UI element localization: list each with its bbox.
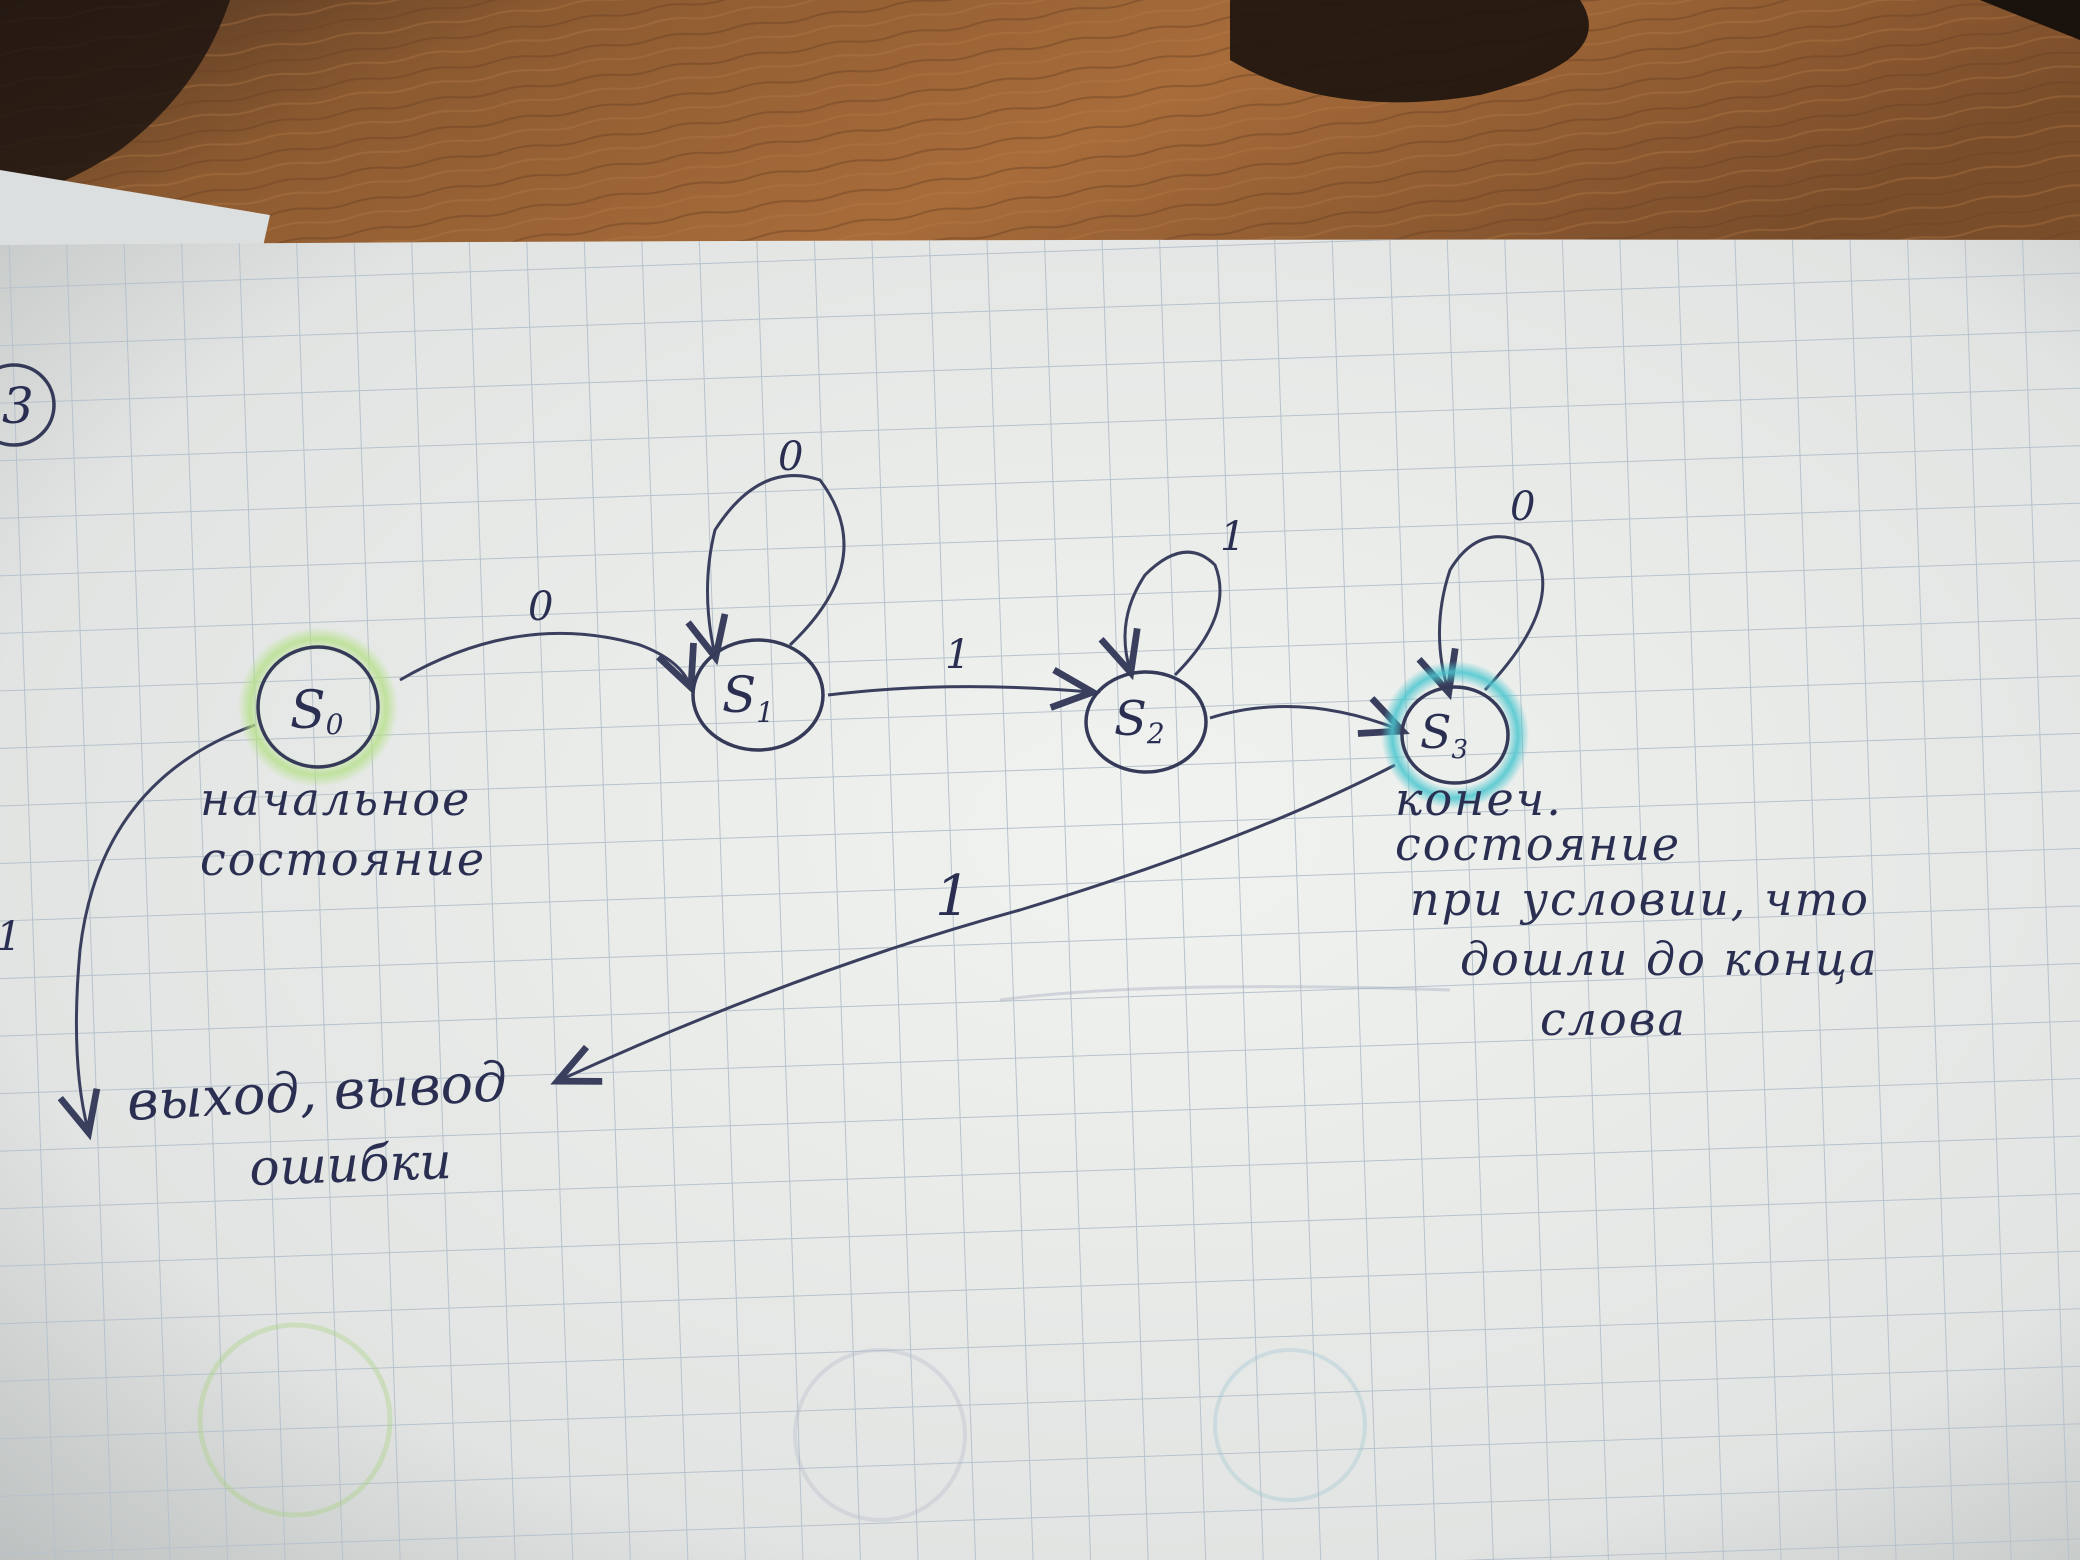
svg-text:состояние: состояние (200, 832, 486, 886)
shadow-top-left (0, 0, 230, 200)
edge-s0-exit (57, 723, 256, 1141)
state-s0-circle (256, 645, 380, 769)
state-s1-circle (691, 638, 825, 752)
edge-label-s0-exit: 1 (0, 914, 21, 960)
state-s3: S3 (1381, 661, 1529, 809)
state-s0: S0 (238, 627, 398, 787)
state-s2-label: S2 (1114, 691, 1165, 750)
problem-number: 3 (0, 363, 56, 447)
edge-label-s3-exit: 1 (935, 864, 971, 929)
svg-text:конеч.: конеч. (1395, 772, 1563, 826)
state-s1-label: S1 (722, 666, 774, 729)
state-s3-label: S3 (1420, 705, 1468, 765)
state-s0-label: S0 (290, 681, 343, 741)
edge-s1-s2 (827, 667, 1101, 711)
svg-text:при условии, что: при условии, что (1410, 872, 1870, 926)
state-s0-highlight (238, 627, 398, 787)
svg-text:ошибки: ошибки (248, 1132, 452, 1197)
svg-text:слова: слова (1540, 992, 1687, 1046)
edge-s2-loop (1098, 550, 1222, 681)
edge-s3-exit (550, 763, 1396, 1085)
back-sheet (0, 170, 270, 260)
edge-s0-s1 (399, 631, 697, 695)
edge-s2-s3 (1209, 696, 1410, 737)
edge-label-s0-s1: 0 (528, 584, 553, 630)
problem-number-text: 3 (2, 377, 34, 435)
state-s2-circle (1084, 670, 1208, 774)
caption-final-state: конеч. состояние при условии, что дошли … (1395, 772, 1878, 1046)
state-s3-circle (1400, 685, 1510, 785)
caption-start-state: начальное состояние (200, 772, 486, 886)
shadow-top-right (1230, 0, 1589, 103)
edge-s1-loop (685, 474, 846, 666)
state-s2: S2 (1084, 670, 1208, 774)
bleed-through-marks (197, 985, 1451, 1522)
edge-s3-loop (1416, 535, 1545, 701)
edge-label-s2-loop: 1 (1220, 514, 1245, 560)
grid-lines (0, 239, 2080, 1560)
edge-label-s1-s2: 1 (945, 632, 970, 678)
edge-label-s3-loop: 0 (1510, 484, 1535, 530)
svg-text:состояние: состояние (1395, 817, 1681, 871)
shadow-right-corner (1980, 0, 2080, 40)
svg-text:дошли до конца: дошли до конца (1460, 932, 1878, 986)
state-s3-highlight (1381, 661, 1529, 809)
state-s1: S1 (691, 638, 825, 752)
svg-text:начальное: начальное (200, 772, 471, 826)
edge-label-s1-loop: 0 (778, 434, 803, 480)
